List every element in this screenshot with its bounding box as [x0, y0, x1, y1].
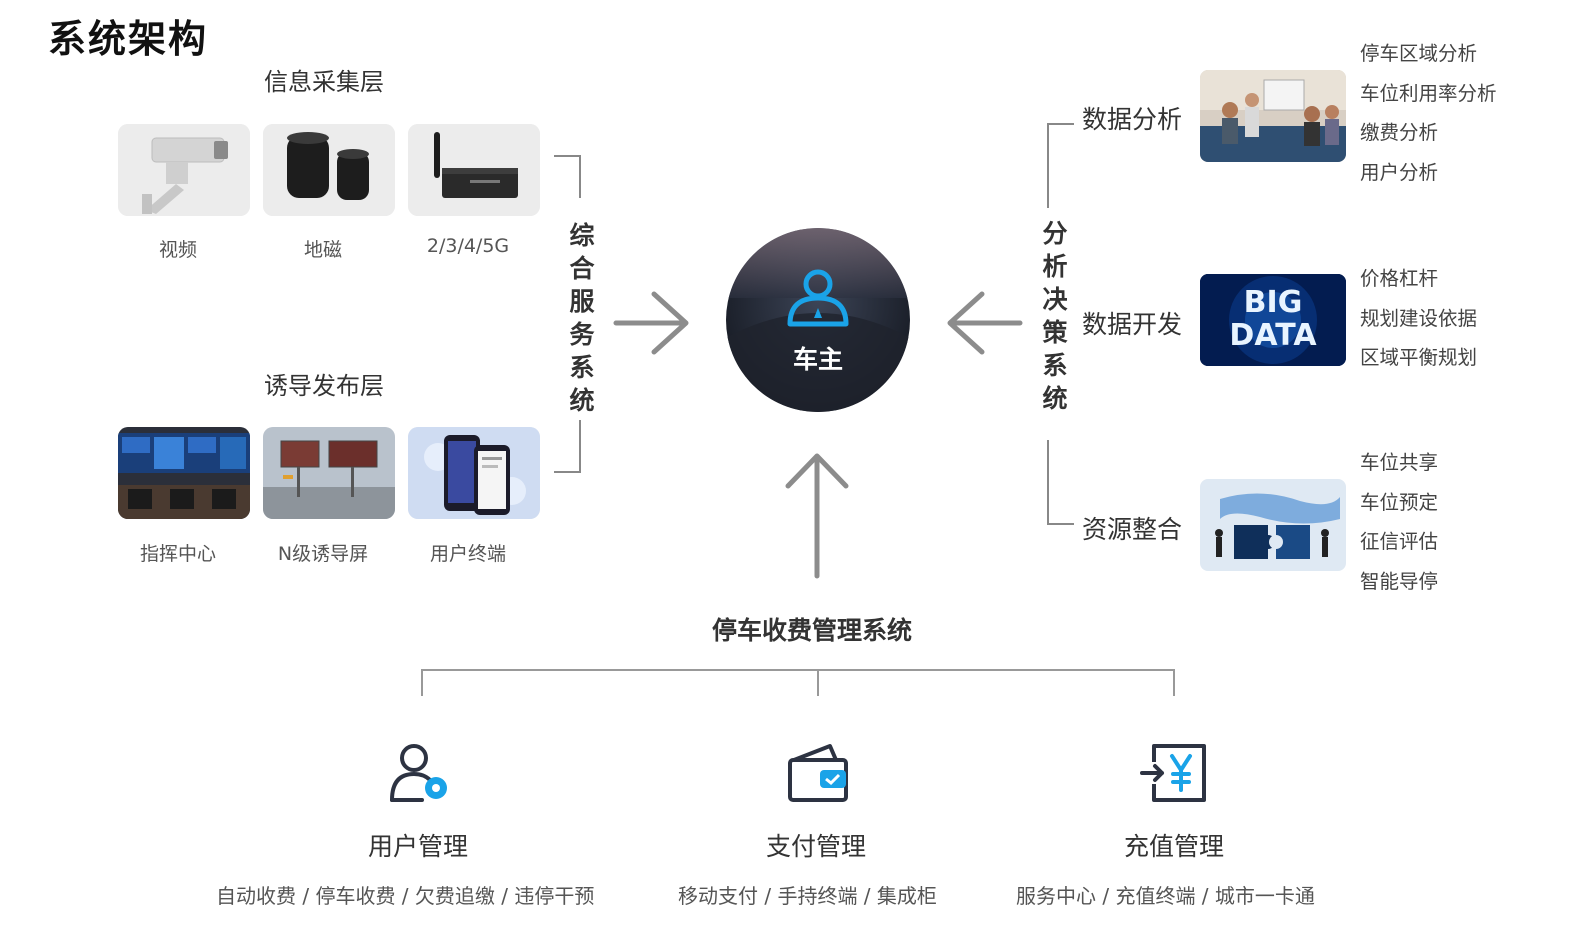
mgmt-title-recharge: 充值管理 — [1123, 832, 1224, 861]
info-item-label-network: 2/3/4/5G — [426, 235, 510, 257]
user-terminal-image — [408, 427, 540, 519]
analysis-1-item-0: 价格杠杆 — [1360, 267, 1439, 290]
big-data-image: BIG DATA — [1200, 274, 1346, 366]
mgmt-items-payment: 移动支付 / 手持终端 / 集成柜 — [678, 884, 937, 908]
analysis-title-0: 数据分析 — [1082, 105, 1183, 134]
mgmt-title-user: 用户管理 — [367, 832, 468, 861]
guidance-screen-image — [263, 427, 395, 519]
arrow-left-icon — [947, 291, 1023, 355]
analysis-0-item-2: 缴费分析 — [1360, 121, 1439, 144]
analysis-2-item-0: 车位共享 — [1360, 451, 1439, 474]
guide-item-label-terminal: 用户终端 — [429, 543, 506, 565]
geomagnetic-sensor-image — [263, 124, 395, 216]
guide-layer-title: 诱导发布层 — [264, 372, 384, 400]
analysis-title-1: 数据开发 — [1082, 310, 1183, 339]
wallet-icon — [788, 744, 848, 802]
analysis-2-list: 车位共享 车位预定 征信评估 智能导停 — [1360, 443, 1438, 601]
analysis-title-2: 资源整合 — [1082, 515, 1183, 544]
mgmt-items-user: 自动收费 / 停车收费 / 欠费追缴 / 违停干预 — [216, 884, 595, 908]
info-layer-title: 信息采集层 — [264, 68, 384, 96]
bottom-system-label: 停车收费管理系统 — [712, 616, 913, 645]
analysis-2-item-1: 车位预定 — [1360, 490, 1439, 514]
info-item-label-geomagnetic: 地磁 — [303, 239, 342, 261]
mgmt-items-recharge: 服务中心 / 充值终端 / 城市一卡通 — [1016, 884, 1315, 908]
router-5g-image — [408, 124, 540, 216]
analysis-1-list: 价格杠杆 规划建设依据 区域平衡规划 — [1360, 259, 1477, 378]
left-system-label: 综合服务系统 — [566, 222, 595, 420]
left-bracket — [554, 155, 581, 473]
arrow-up-icon — [785, 453, 849, 579]
guide-item-label-command: 指挥中心 — [139, 543, 216, 565]
center-car-owner: 车主 — [726, 228, 910, 412]
info-item-label-video: 视频 — [158, 239, 197, 261]
guide-item-label-screen: N级诱导屏 — [277, 543, 369, 565]
big-data-text-2: DATA — [1229, 318, 1317, 353]
right-bracket — [1047, 123, 1074, 525]
big-data-text-1: BIG — [1243, 285, 1303, 320]
meeting-photo — [1200, 70, 1346, 162]
bottom-tree-lines — [421, 669, 1175, 696]
analysis-0-item-1: 车位利用率分析 — [1360, 81, 1497, 105]
car-owner-icon — [787, 269, 849, 327]
arrow-right-icon — [613, 291, 689, 355]
analysis-1-item-2: 区域平衡规划 — [1360, 346, 1478, 369]
analysis-0-item-0: 停车区域分析 — [1360, 42, 1478, 65]
right-system-label: 分析决策系统 — [1039, 220, 1068, 418]
command-center-image — [118, 427, 250, 519]
analysis-0-list: 停车区域分析 车位利用率分析 缴费分析 用户分析 — [1360, 34, 1497, 192]
recharge-yen-icon — [1140, 744, 1206, 802]
page-title: 系统架构 — [48, 17, 209, 61]
puzzle-image — [1200, 479, 1346, 571]
camera-image — [118, 124, 250, 216]
analysis-2-item-3: 智能导停 — [1360, 569, 1439, 593]
user-gear-icon — [390, 744, 447, 802]
analysis-1-item-1: 规划建设依据 — [1360, 306, 1478, 330]
center-label: 车主 — [792, 345, 843, 374]
mgmt-title-payment: 支付管理 — [765, 832, 866, 861]
analysis-0-item-3: 用户分析 — [1360, 160, 1439, 184]
analysis-2-item-2: 征信评估 — [1360, 530, 1439, 553]
